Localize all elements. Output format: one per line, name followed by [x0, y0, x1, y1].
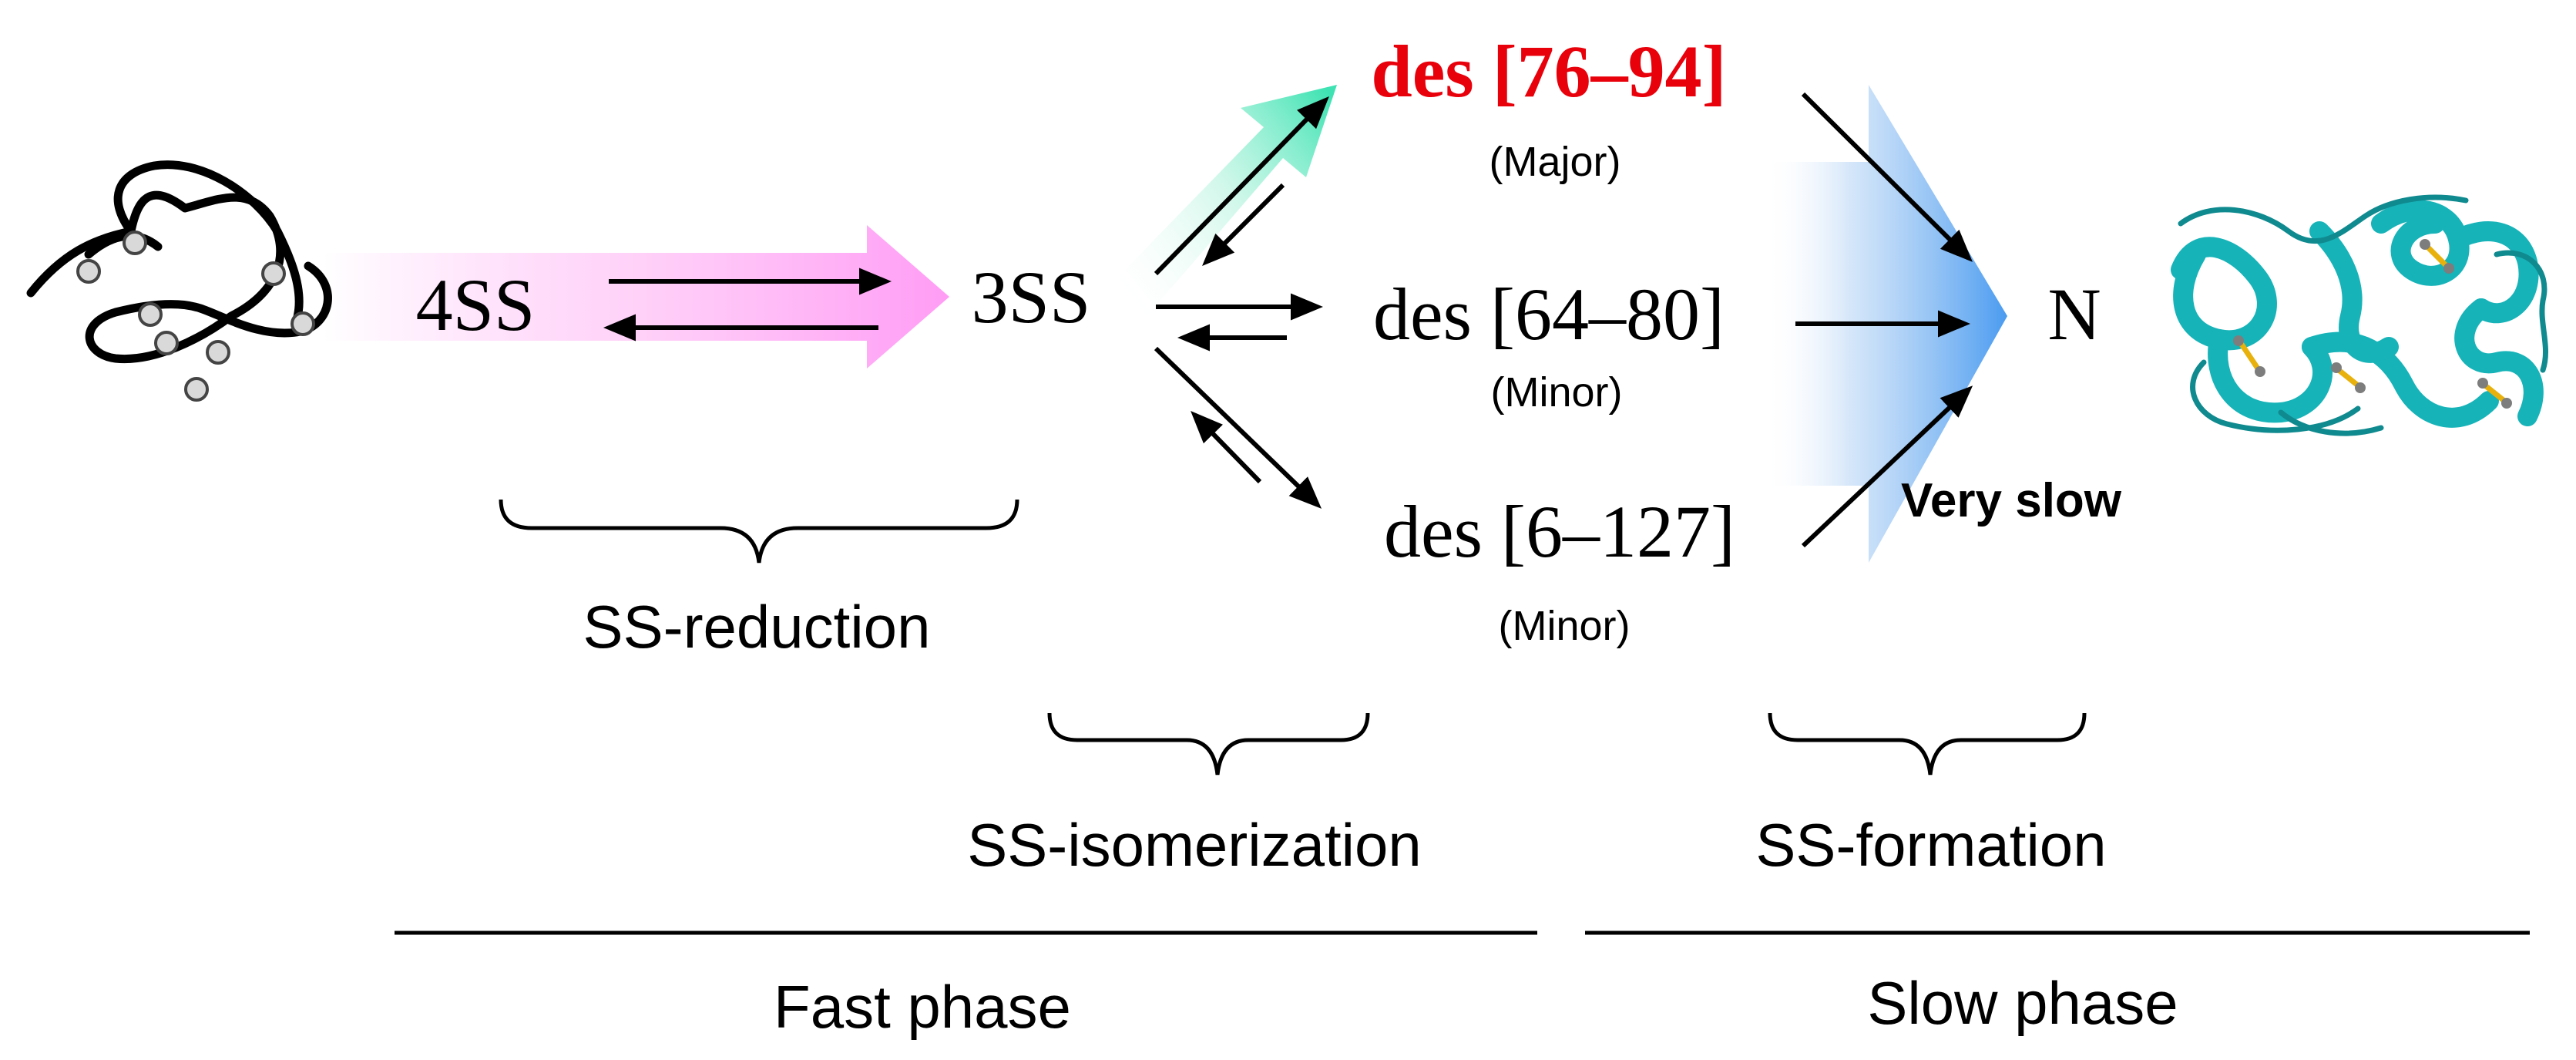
species-minor2-name: des [6–127]: [1384, 490, 1735, 573]
species-minor1-abundance: (Minor): [1491, 369, 1623, 416]
brace-isomerization: [1047, 712, 1370, 776]
step-label-formation: SS-formation: [1755, 811, 2106, 879]
arrow-3ss-to-major: [1154, 96, 1329, 276]
arrow-major-to-native: [1801, 92, 1973, 262]
reaction-arrows: [603, 92, 1973, 548]
species-minor1-name: des [64–80]: [1373, 273, 1725, 355]
phase-label-slow: Slow phase: [1867, 969, 2178, 1037]
phase-label-fast: Fast phase: [774, 973, 1071, 1041]
brace-reduction: [499, 499, 1019, 564]
species-4ss: 4SS: [416, 264, 536, 346]
arrow-minor2-to-native: [1801, 385, 1973, 548]
species-native: N: [2047, 273, 2101, 355]
species-major-name: des [76–94]: [1371, 30, 1726, 113]
folded-protein-icon: [2171, 194, 2548, 436]
arrow-3ss-to-minor2: [1154, 346, 1322, 509]
brace-formation: [1768, 712, 2087, 776]
isomerization-gradient-arrow: [1102, 85, 1337, 324]
braces: [499, 499, 2087, 776]
species-3ss: 3SS: [972, 256, 1091, 338]
step-label-isomerization: SS-isomerization: [967, 811, 1422, 879]
species-minor2-abundance: (Minor): [1499, 603, 1631, 649]
arrow-minor2-to-3ss: [1191, 410, 1262, 484]
disulfide-bonds: [2238, 244, 2507, 404]
species-major-abundance: (Major): [1490, 139, 1621, 185]
step-label-reduction: SS-reduction: [583, 593, 931, 661]
reduction-gradient-arrow: [324, 225, 949, 368]
unfolded-chain-icon: [26, 160, 332, 402]
rate-label-very-slow: Very slow: [1901, 474, 2122, 527]
arrow-major-to-3ss: [1202, 183, 1285, 266]
